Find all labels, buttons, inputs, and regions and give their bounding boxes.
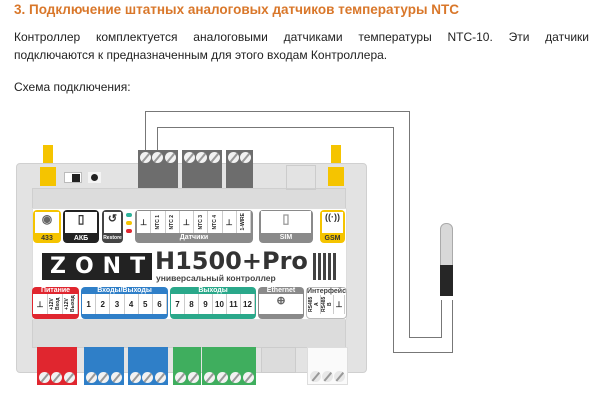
sim-icon: ▯ [261,211,311,233]
led-green [126,213,132,217]
battery-akb: ▯АКБ [63,210,99,243]
module-433: ◉433 [33,210,61,243]
restore-icon: ↺ [104,212,121,233]
terminal-block-io-1 [84,347,124,385]
terminal-block-interface [307,347,348,385]
terminal-block-io-2 [128,347,168,385]
ethernet-port: Ethernet⊕ [258,287,304,319]
power-group: Питание ⊥+12V Вход+12V Выход [32,287,79,319]
paragraph-line-2: подключаются к предназначенным для этого… [14,48,388,62]
led-yellow [126,221,132,225]
globe-icon: ⊕ [259,294,303,314]
button[interactable] [64,172,82,183]
paragraph-line-1: Контроллер комплектуется аналоговыми дат… [14,30,589,44]
terminal-block-out-2 [202,347,256,385]
terminal-block-power [37,347,77,385]
battery-icon: ▯ [65,212,97,233]
terminal-block-1wire [226,150,253,188]
model-subtitle: универсальный контроллер [156,273,276,283]
sensors-group: ⊥ NTC 1 NTC 2 ⊥ NTC 3 NTC 4 ⊥ 1-WIRE Дат… [135,210,253,243]
sim-slot: ▯SIM [259,210,313,243]
antenna-433 [43,145,53,167]
model-name: H1500+Pro [155,247,308,275]
restore-button[interactable]: ↺Restore [102,210,123,243]
terminal-block-sensors-1 [138,150,178,188]
scheme-label: Схема подключения: [14,80,131,94]
module-gsm: ((·))GSM [320,210,345,243]
jack [88,172,101,183]
terminal-block-out-1 [173,347,201,385]
antenna-gsm [331,145,341,167]
gsm-antenna-icon: ((·)) [322,212,343,233]
qr-code [313,253,338,280]
radio-icon: ◉ [35,212,59,233]
zont-logo: ZONT [42,253,152,280]
led-red [126,229,132,233]
section-heading: 3. Подключение штатных аналоговых датчик… [14,2,460,17]
terminal-block-sensors-2 [182,150,222,188]
